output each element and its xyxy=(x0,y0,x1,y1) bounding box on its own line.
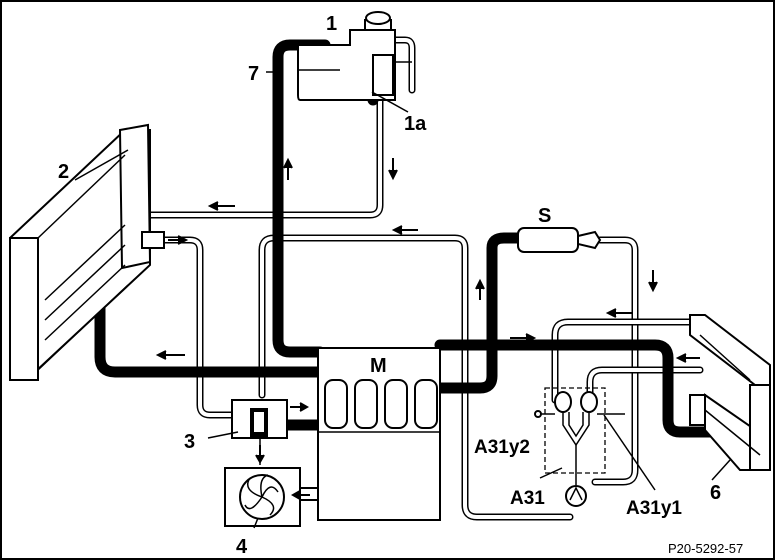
arrow-right-3 xyxy=(290,402,310,412)
leader-lines xyxy=(74,71,731,529)
label-A31y2: A31y2 xyxy=(474,437,530,458)
flow-arrows xyxy=(155,157,700,500)
label-A31: A31 xyxy=(510,488,545,509)
arrow-left-6 xyxy=(290,490,310,500)
arrow-right-2 xyxy=(510,333,537,343)
water-pump xyxy=(224,467,319,527)
label-3: 3 xyxy=(184,431,195,453)
thermostat xyxy=(231,399,288,465)
arrow-up-1 xyxy=(283,157,293,180)
arrow-left-2 xyxy=(155,350,185,360)
engine-block xyxy=(317,347,441,521)
arrow-left-3 xyxy=(391,225,418,235)
label-S: S xyxy=(538,205,551,227)
reference-code: P20-5292-57 xyxy=(668,541,743,556)
label-M: M xyxy=(370,355,387,377)
heater-core xyxy=(689,314,771,471)
label-1a: 1a xyxy=(404,113,427,135)
arrow-down-2 xyxy=(648,270,658,293)
label-6: 6 xyxy=(710,482,721,504)
radiator xyxy=(9,123,165,381)
label-1: 1 xyxy=(326,13,337,35)
label-A31y1: A31y1 xyxy=(626,498,682,519)
arrow-down-3 xyxy=(255,445,265,465)
valve-unit xyxy=(534,387,625,507)
thin-hoses xyxy=(146,36,704,521)
arrow-down-1 xyxy=(388,158,398,181)
s-component xyxy=(517,227,602,253)
expansion-tank xyxy=(297,11,412,101)
arrow-up-2 xyxy=(475,278,485,300)
label-7: 7 xyxy=(248,63,259,85)
arrow-left-5 xyxy=(675,353,700,363)
arrow-left-4 xyxy=(605,308,632,318)
label-4: 4 xyxy=(236,536,248,558)
arrow-left-1 xyxy=(207,201,235,211)
arrow-right-1 xyxy=(168,235,189,245)
label-2: 2 xyxy=(58,161,69,183)
labels: 1 1a 2 3 4 6 7 M S A31 A31y1 A31y2 P20-5… xyxy=(58,13,743,558)
